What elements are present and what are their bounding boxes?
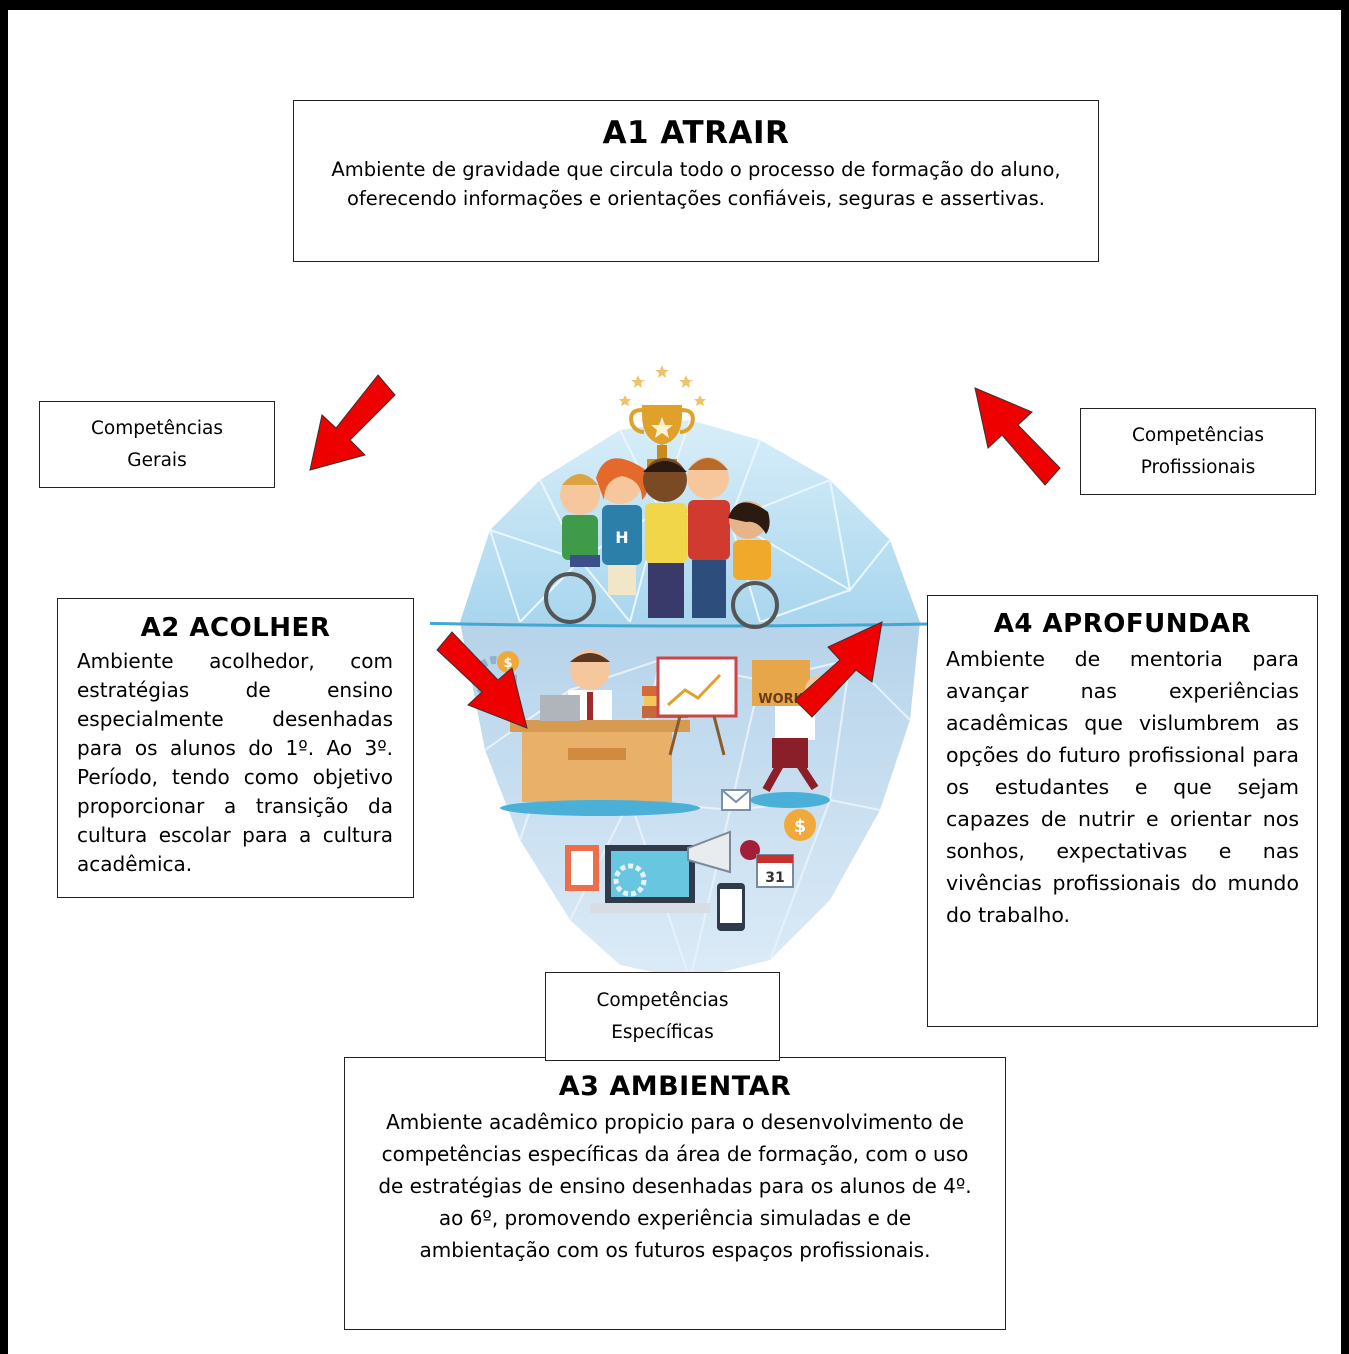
a2-title: A2 ACOLHER — [140, 613, 331, 643]
shirt-letter-text: H — [615, 528, 628, 547]
a1-atrair-box: A1 ATRAIR Ambiente de gravidade que circ… — [293, 100, 1099, 262]
arrow-to-ambientar — [436, 631, 528, 729]
a4-title: A4 APROFUNDAR — [993, 609, 1252, 639]
competencias-gerais-text: Competências Gerais — [90, 417, 224, 471]
a3-description: Ambiente acadêmico propicio para o desen… — [378, 1110, 972, 1262]
a2-description: Ambiente acolhedor, com estratégias de e… — [77, 649, 393, 876]
a1-description: Ambiente de gravidade que circula todo o… — [331, 158, 1061, 210]
competencias-especificas-label: Competências Específicas — [545, 972, 780, 1061]
a1-title: A1 ATRAIR — [602, 115, 790, 151]
work-sign-text: WORK — [758, 692, 804, 707]
a4-description: Ambiente de mentoria para avançar nas ex… — [946, 647, 1299, 927]
coin-symbol-text-2: $ — [794, 816, 807, 837]
children-group-illustration: H — [544, 457, 779, 629]
a4-aprofundar-box: A4 APROFUNDAR Ambiente de mentoria para … — [927, 595, 1318, 1027]
competencias-profissionais-text: Competências Profissionais — [1131, 424, 1265, 478]
competencias-gerais-label: Competências Gerais — [39, 401, 275, 488]
calendar-day-text: 31 — [765, 870, 784, 886]
a2-acolher-box: A2 ACOLHER Ambiente acolhedor, com estra… — [57, 598, 414, 898]
arrow-to-aprofundar — [794, 621, 883, 718]
trophy-icon — [629, 405, 695, 467]
arrow-to-acolher — [309, 374, 396, 471]
iceberg-illustration: H $ — [430, 365, 950, 981]
arrow-from-aprofundar — [974, 387, 1061, 486]
a3-title: A3 AMBIENTAR — [558, 1071, 792, 1102]
stars-icon — [619, 365, 706, 406]
coin-symbol-text: $ — [503, 656, 512, 671]
office-scene-illustration: $ WORK — [473, 650, 835, 931]
a3-ambientar-box: A3 AMBIENTAR Ambiente acadêmico propicio… — [344, 1057, 1006, 1330]
competencias-especificas-text: Competências Específicas — [596, 989, 729, 1043]
competencias-profissionais-label: Competências Profissionais — [1080, 408, 1316, 495]
